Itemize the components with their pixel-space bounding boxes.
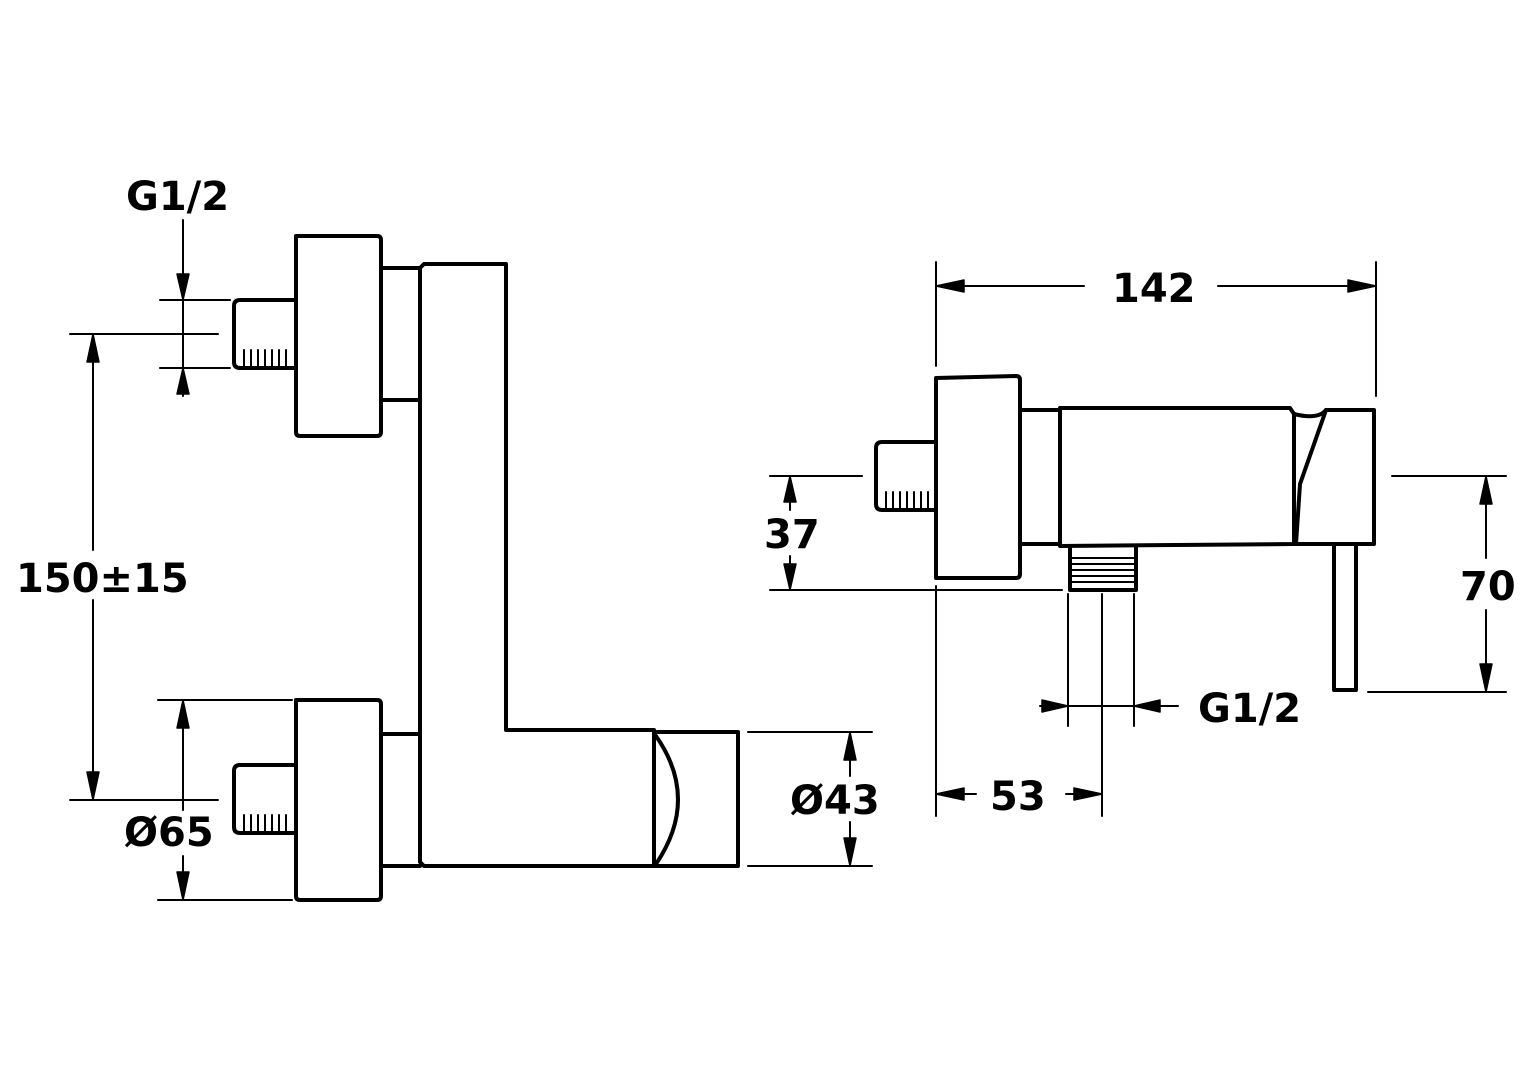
dim-thread-outlet: G1/2 bbox=[1039, 593, 1301, 732]
handle-curve bbox=[654, 734, 680, 866]
side-thread-hatch bbox=[885, 491, 929, 509]
bottom-flange bbox=[294, 698, 383, 902]
top-flange bbox=[294, 234, 383, 438]
side-outlet-thread bbox=[1068, 544, 1138, 592]
top-connector bbox=[379, 266, 422, 402]
bottom-inlet-thread bbox=[232, 763, 298, 835]
dim-overall-length-label: 142 bbox=[1112, 266, 1196, 312]
mixer-body bbox=[418, 262, 656, 868]
dim-body-diameter: Ø43 bbox=[747, 731, 880, 867]
dim-thread-top-label: G1/2 bbox=[126, 174, 229, 220]
top-thread-hatch bbox=[243, 349, 287, 367]
dim-center-distance: 150±15 bbox=[16, 333, 219, 801]
side-flange bbox=[934, 374, 1022, 580]
dim-inlet-height-label: 37 bbox=[764, 512, 820, 558]
side-connector bbox=[1018, 408, 1062, 546]
top-inlet-thread bbox=[232, 298, 298, 370]
side-view bbox=[874, 374, 1376, 692]
dim-thread-outlet-label: G1/2 bbox=[1198, 686, 1301, 732]
dim-inlet-height: 37 bbox=[764, 475, 1063, 591]
dim-overall-height-label: 70 bbox=[1460, 564, 1516, 610]
bottom-connector bbox=[379, 732, 422, 868]
dim-flange-diameter-label: Ø65 bbox=[124, 810, 214, 856]
dim-overall-length: 142 bbox=[935, 261, 1377, 397]
side-body bbox=[1058, 406, 1296, 548]
dim-center-distance-label: 150±15 bbox=[16, 556, 189, 602]
dim-flange-diameter: Ø65 bbox=[124, 699, 293, 901]
bottom-thread-hatch bbox=[243, 814, 287, 832]
dim-outlet-offset: 53 bbox=[935, 585, 1103, 820]
side-inlet-thread bbox=[874, 440, 938, 512]
side-handle-taper bbox=[1292, 408, 1328, 546]
dim-body-diameter-label: Ø43 bbox=[790, 778, 880, 824]
dim-thread-top: G1/2 bbox=[126, 174, 231, 397]
cartridge-housing bbox=[652, 730, 740, 868]
side-handle-head bbox=[1294, 408, 1376, 546]
dim-outlet-offset-label: 53 bbox=[990, 774, 1046, 820]
side-lever bbox=[1332, 542, 1358, 692]
front-view bbox=[232, 234, 740, 902]
dim-overall-height: 70 bbox=[1367, 475, 1516, 693]
side-outlet-hatch bbox=[1071, 557, 1135, 583]
